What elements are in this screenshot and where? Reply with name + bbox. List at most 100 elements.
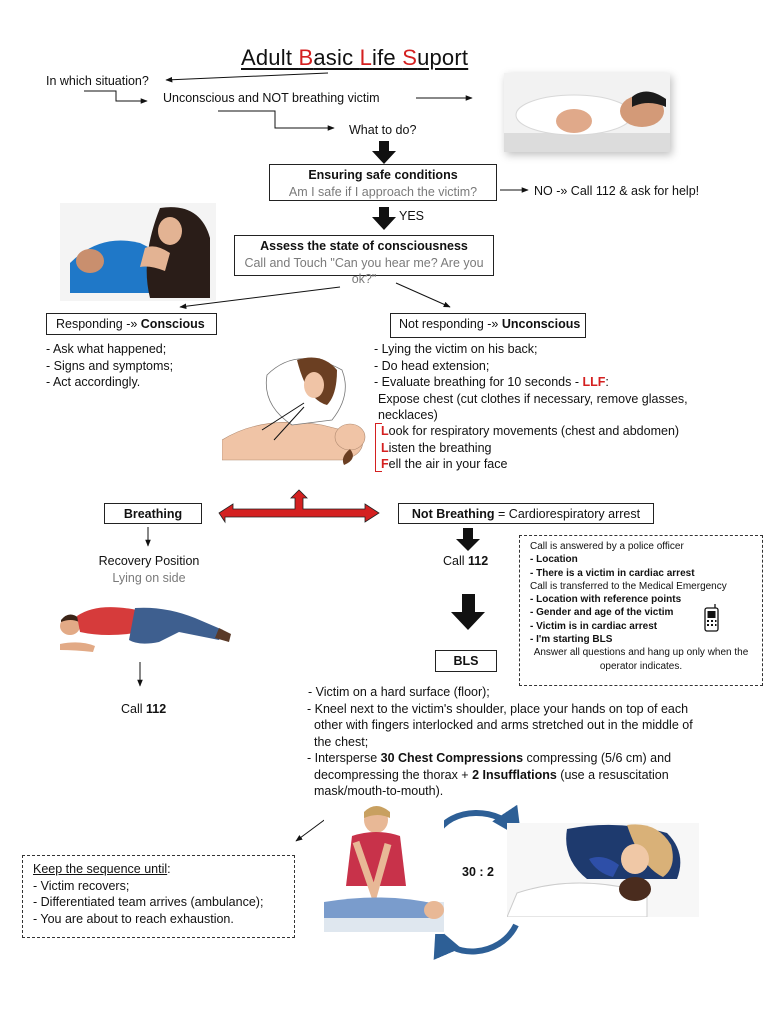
mobile-phone-icon: [704, 604, 719, 632]
title-letter-b: B: [298, 45, 314, 70]
rescuer-checking-illustration: [60, 203, 216, 301]
rescue-breath-illustration: [506, 823, 699, 918]
not-breathing-box: Not Breathing = Cardiorespiratory arrest: [398, 503, 654, 524]
llf-text: isten the breathing: [388, 440, 492, 455]
bls-text: compressing (5/6 cm) and decompressing t…: [314, 751, 672, 782]
call-item: - Location with reference points: [530, 594, 682, 606]
bls-instructions: - Victim on a hard surface (floor); - Kn…: [303, 684, 713, 800]
call-prefix: Call: [443, 554, 469, 568]
list-item: - Act accordingly.: [46, 375, 141, 389]
llf-look: Look for respiratory movements (chest an…: [381, 423, 711, 440]
llf-letter: F: [381, 457, 389, 471]
llf-bracket: [375, 423, 382, 472]
responding-list: - Ask what happened; - Signs and symptom…: [46, 341, 173, 391]
call-item: - There is a victim in cardiac arrest: [530, 567, 695, 579]
bls-hard-surface: - Victim on a hard surface (floor);: [308, 685, 490, 699]
bls-box: BLS: [435, 650, 497, 672]
call-item: - I'm starting BLS: [530, 634, 613, 646]
title-part: Adult: [241, 45, 299, 70]
keep-title-text: Keep the sequence until: [33, 862, 168, 876]
arrow-to-responding: [179, 286, 341, 309]
llf-text: ook for respiratory movements (chest and…: [388, 424, 680, 438]
bls-text: - Intersperse: [307, 751, 381, 765]
recovery-position-image: [55, 598, 240, 660]
recovery-subtitle: Lying on side: [112, 570, 186, 585]
assess-consciousness-box: Assess the state of consciousness Call a…: [234, 235, 494, 286]
title-letter-s: S: [402, 45, 418, 70]
step-lying-back: - Lying the victim on his back;: [374, 342, 538, 356]
title-part: uport: [417, 45, 469, 70]
situation-question: In which situation?: [46, 74, 149, 88]
compressions-illustration: [324, 806, 444, 934]
keep-sequence-title: Keep the sequence until:: [33, 861, 294, 878]
arrow-to-not-responding: [395, 282, 451, 308]
yes-label: YES: [399, 209, 425, 223]
call-footer: Answer all questions and hang up only wh…: [533, 647, 749, 672]
not-responding-box: Not responding -» Unconscious: [390, 313, 586, 338]
responding-box: Responding -» Conscious: [46, 313, 217, 335]
llf-listen: Listen the breathing: [381, 440, 711, 457]
victim-lying-illustration: [504, 73, 670, 152]
what-to-do: What to do?: [349, 123, 417, 137]
llf-feel: Fell the air in your face: [381, 456, 711, 473]
keep-sequence-box: Keep the sequence until: - Victim recove…: [22, 855, 295, 938]
no-call-help: NO -» Call 112 & ask for help!: [534, 184, 700, 198]
not-responding-prefix: Not responding -»: [399, 317, 502, 331]
call-number: 112: [146, 702, 167, 716]
call-item: - Gender and age of the victim: [530, 607, 674, 619]
llf-letter: L: [381, 424, 389, 438]
head-extension-illustration: [221, 355, 367, 480]
call-item: - Location: [530, 554, 578, 566]
llf-letter: L: [381, 440, 389, 455]
list-item: - Ask what happened;: [46, 342, 167, 356]
down-arrow-2: [372, 207, 396, 230]
situation-text: Unconscious and NOT breathing victim: [163, 91, 380, 105]
unconscious-victim-image: [504, 73, 670, 152]
call-number: 112: [468, 554, 489, 568]
title-part: asic: [313, 45, 360, 70]
recovery-position: Recovery Position Lying on side: [98, 553, 200, 586]
recovery-pose-illustration: [55, 598, 240, 660]
arrow-to-what-to-do: [218, 110, 335, 131]
assess-subtitle: Call and Touch "Can you hear me? Are you…: [244, 255, 484, 287]
insufflation-image: [506, 823, 699, 918]
call-prefix: Call: [121, 702, 147, 716]
title-part: ife: [372, 45, 403, 70]
call-police-line: Call is answered by a police officer: [530, 541, 684, 552]
bls-compressions: 30 Chest Compressions: [380, 751, 524, 765]
safe-conditions-title: Ensuring safe conditions: [308, 168, 458, 182]
call-112-left: Call 112: [121, 701, 166, 718]
compression-ratio: 30 : 2: [462, 865, 494, 879]
page-title: Adult Basic Life Suport: [241, 45, 468, 71]
step-head-extension: - Do head extension;: [374, 358, 490, 373]
assess-title: Assess the state of consciousness: [260, 239, 468, 253]
list-item: - Victim recovers;: [33, 878, 130, 893]
title-letter-l: L: [359, 45, 373, 70]
red-double-arrow: [218, 489, 380, 524]
checking-consciousness-image: [60, 203, 216, 301]
step-expose-chest: Expose chest (cut clothes if necessary, …: [378, 391, 688, 423]
safe-conditions-question: Am I safe if I approach the victim?: [288, 184, 478, 199]
keep-title-colon: :: [167, 862, 171, 876]
cycle-arrow-top: [433, 804, 522, 838]
arrow-question-to-situation: [84, 90, 148, 104]
bls-intersperse: - Intersperse 30 Chest Compressions comp…: [303, 750, 713, 800]
breathing-box: Breathing: [104, 503, 202, 524]
not-breathing-label: Not Breathing: [411, 507, 495, 521]
breathing-check-image: [221, 355, 367, 480]
list-item: - Signs and symptoms;: [46, 358, 174, 373]
evaluate-colon: :: [605, 375, 609, 389]
arrow-title-to-question: [165, 72, 329, 83]
llf-list: Look for respiratory movements (chest an…: [381, 423, 711, 473]
bls-text: (use a resuscitation mask/mouth-to-mouth…: [314, 767, 669, 799]
call-details-box: Call is answered by a police officer - L…: [519, 535, 763, 686]
call-item: - Victim is in cardiac arrest: [530, 620, 658, 632]
not-responding-unconscious: Unconscious: [501, 317, 581, 331]
list-item: - You are about to reach exhaustion.: [33, 911, 234, 926]
list-item: - Differentiated team arrives (ambulance…: [33, 895, 264, 909]
bls-insufflations: 2 Insufflations: [472, 767, 557, 782]
arrow-to-keep-box: [295, 817, 328, 842]
recovery-title: Recovery Position: [98, 554, 200, 568]
call-transfer-line: Call is transferred to the Medical Emerg…: [530, 580, 727, 592]
llf-label: LLF: [582, 375, 606, 389]
